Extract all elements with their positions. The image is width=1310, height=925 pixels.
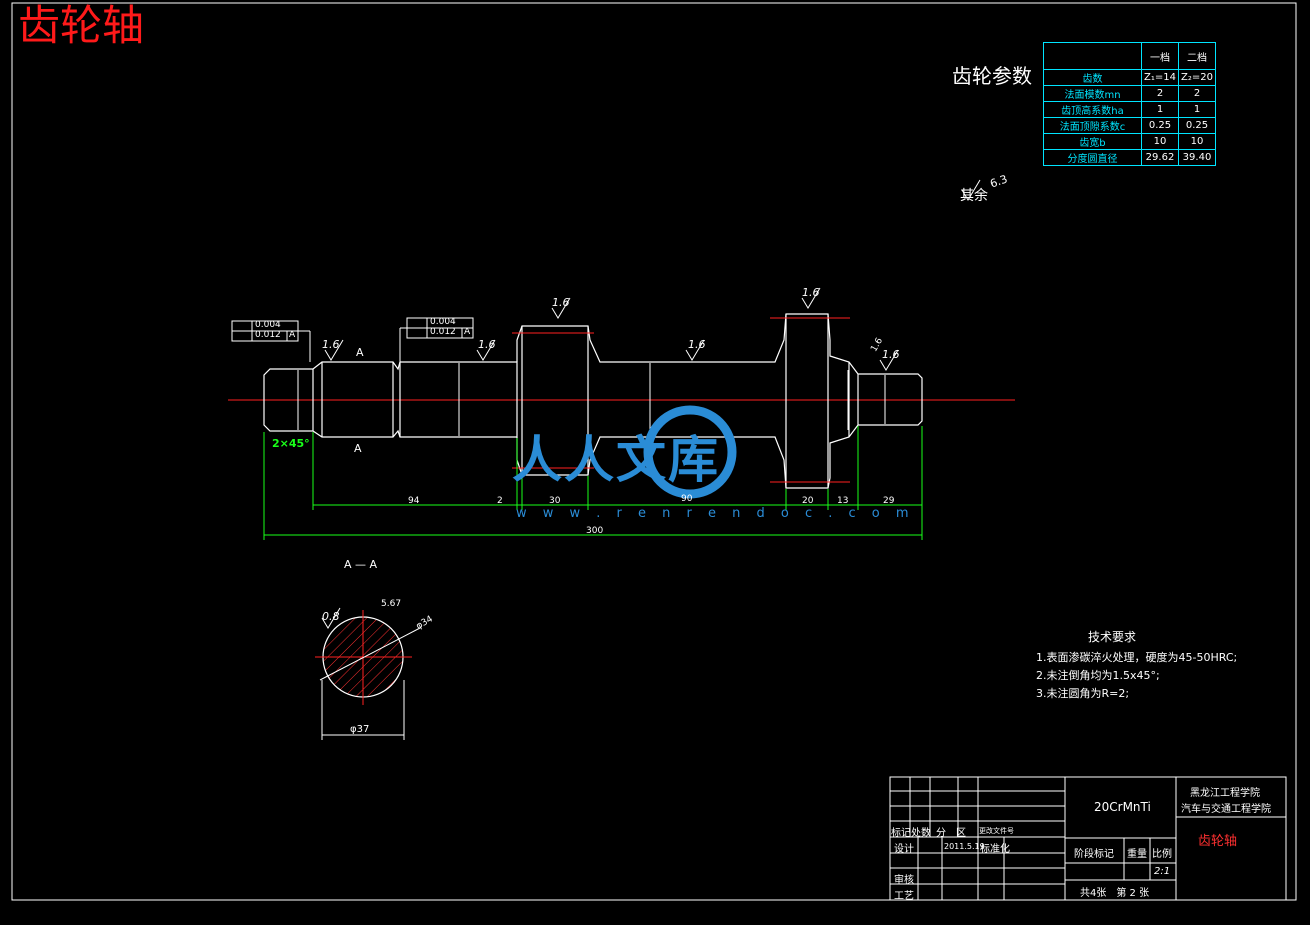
gear-row-label: 齿宽b xyxy=(1043,133,1142,150)
tolerance-value: 0.012 xyxy=(430,327,456,337)
gear-row-v2: 10 xyxy=(1178,133,1216,150)
tb-count-header: 处数 xyxy=(911,828,931,839)
tb-stage-mark: 阶段标记 xyxy=(1074,849,1114,860)
surface-rest-label: 其余 xyxy=(960,188,988,204)
gear-row-v1: 0.25 xyxy=(1141,117,1179,134)
gear-params-table: 一档 二档 齿数 Z₁=14 Z₂=20 法面模数mn 2 2 齿顶高系数ha … xyxy=(1043,42,1216,166)
school-label: 黑龙江工程学院 xyxy=(1190,788,1260,799)
tb-scale: 2:1 xyxy=(1154,866,1171,877)
tb-process: 工艺 xyxy=(894,891,914,902)
dimension-value: 300 xyxy=(586,526,604,536)
section-mark: A xyxy=(356,346,364,359)
gear-params-title: 齿轮参数 xyxy=(952,64,1032,88)
dimension-value: 30 xyxy=(549,496,561,506)
tb-weight: 重量 xyxy=(1127,849,1147,860)
gear-row-v1: 29.62 xyxy=(1141,149,1179,166)
drawing-title: 齿轮轴 xyxy=(18,1,145,50)
tolerance-value: 0.004 xyxy=(430,317,456,327)
section-title: A — A xyxy=(344,558,378,571)
chamfer-label: 2×45° xyxy=(272,437,310,450)
tech-requirements-title: 技术要求 xyxy=(1088,630,1137,644)
tb-sheets: 共4张 第 2 张 xyxy=(1080,888,1150,899)
pitch-lines xyxy=(512,317,850,483)
tb-standardize: 标准化 xyxy=(980,844,1010,855)
tolerance-frame-mid xyxy=(399,317,474,362)
dimension-lines xyxy=(263,426,923,540)
gear-row-label: 法面顶隙系数c xyxy=(1043,117,1142,134)
dimension-value: 90 xyxy=(681,494,693,504)
tech-requirement-item: 3.未注圆角为R=2; xyxy=(1036,687,1130,700)
roughness-value: 1.6 xyxy=(322,338,340,351)
tb-design: 设计 xyxy=(894,844,914,855)
table-row: 齿数 Z₁=14 Z₂=20 xyxy=(1043,69,1216,86)
gear-row-v2: 1 xyxy=(1178,101,1216,118)
tolerance-datum: A xyxy=(289,330,296,340)
gear-table-header: 一档 二档 xyxy=(1043,42,1216,70)
gear-row-label: 齿数 xyxy=(1043,69,1142,86)
section-view-a-a xyxy=(315,610,421,740)
watermark-url: w w w . r e n r e n d o c . c o m xyxy=(516,506,915,521)
tb-design-date: 2011.5.19 xyxy=(944,842,985,851)
dimension-value: 29 xyxy=(883,496,895,506)
roughness-symbols xyxy=(321,179,981,629)
outer-diameter: φ37 xyxy=(350,724,370,735)
shaft-outline xyxy=(263,313,923,489)
roughness-value: 1.6 xyxy=(688,338,706,351)
gear-row-v1: 1 xyxy=(1141,101,1179,118)
drawing-border xyxy=(11,2,1297,901)
tb-mark-header: 标记 xyxy=(891,828,911,839)
gear-row-label: 齿顶高系数ha xyxy=(1043,101,1142,118)
table-row: 齿宽b 10 10 xyxy=(1043,133,1216,150)
watermark-ring xyxy=(643,405,737,499)
gear-row-v2: 2 xyxy=(1178,85,1216,102)
gear-row-v1: 2 xyxy=(1141,85,1179,102)
part-name-label: 齿轮轴 xyxy=(1198,834,1238,849)
tb-scale-label: 比例 xyxy=(1152,849,1172,860)
gear-row-label: 分度圆直径 xyxy=(1043,149,1142,166)
section-roughness: 0.8 xyxy=(322,610,340,623)
table-row: 分度圆直径 29.62 39.40 xyxy=(1043,149,1216,166)
roughness-value: 1.6 xyxy=(882,348,900,361)
diameter-dims xyxy=(297,363,886,436)
roughness-value: 1.6 xyxy=(802,286,820,299)
dimension-value: 2 xyxy=(497,496,503,506)
tolerance-value: 0.004 xyxy=(255,320,281,330)
gear-col-2: 二档 xyxy=(1178,42,1216,70)
roughness-value: 1.6 xyxy=(552,296,570,309)
dimension-value: 94 xyxy=(408,496,420,506)
table-row: 法面模数mn 2 2 xyxy=(1043,85,1216,102)
gear-row-v2: 39.40 xyxy=(1178,149,1216,166)
roughness-value: 1.6 xyxy=(478,338,496,351)
gear-row-v2: 0.25 xyxy=(1178,117,1216,134)
gear-row-v1: Z₁=14 xyxy=(1141,69,1179,86)
tolerance-datum: A xyxy=(464,327,471,337)
table-row: 法面顶隙系数c 0.25 0.25 xyxy=(1043,117,1216,134)
gear-row-v1: 10 xyxy=(1141,133,1179,150)
title-block xyxy=(889,776,1287,901)
tb-zone-header: 分 区 xyxy=(936,828,966,839)
watermark-text: 人人文库 xyxy=(512,431,720,489)
tolerance-value: 0.012 xyxy=(255,330,281,340)
tech-requirement-item: 1.表面渗碳淬火处理，硬度为45-50HRC; xyxy=(1036,651,1238,664)
college-label: 汽车与交通工程学院 xyxy=(1181,804,1271,815)
tb-doc-header: 更改文件号 xyxy=(979,827,1014,835)
dimension-value: 13 xyxy=(837,496,849,506)
key-width: 5.67 xyxy=(381,599,402,609)
tb-review: 审核 xyxy=(894,875,914,886)
tolerance-frame-left xyxy=(231,320,311,362)
tech-requirement-item: 2.未注倒角均为1.5x45°; xyxy=(1036,669,1160,682)
gear-table-corner xyxy=(1043,42,1142,70)
table-row: 齿顶高系数ha 1 1 xyxy=(1043,101,1216,118)
gear-row-label: 法面模数mn xyxy=(1043,85,1142,102)
material-label: 20CrMnTi xyxy=(1094,800,1151,814)
gear-row-v2: Z₂=20 xyxy=(1178,69,1216,86)
section-mark: A xyxy=(354,442,362,455)
dimension-value: 20 xyxy=(802,496,814,506)
gear-col-1: 一档 xyxy=(1141,42,1179,70)
